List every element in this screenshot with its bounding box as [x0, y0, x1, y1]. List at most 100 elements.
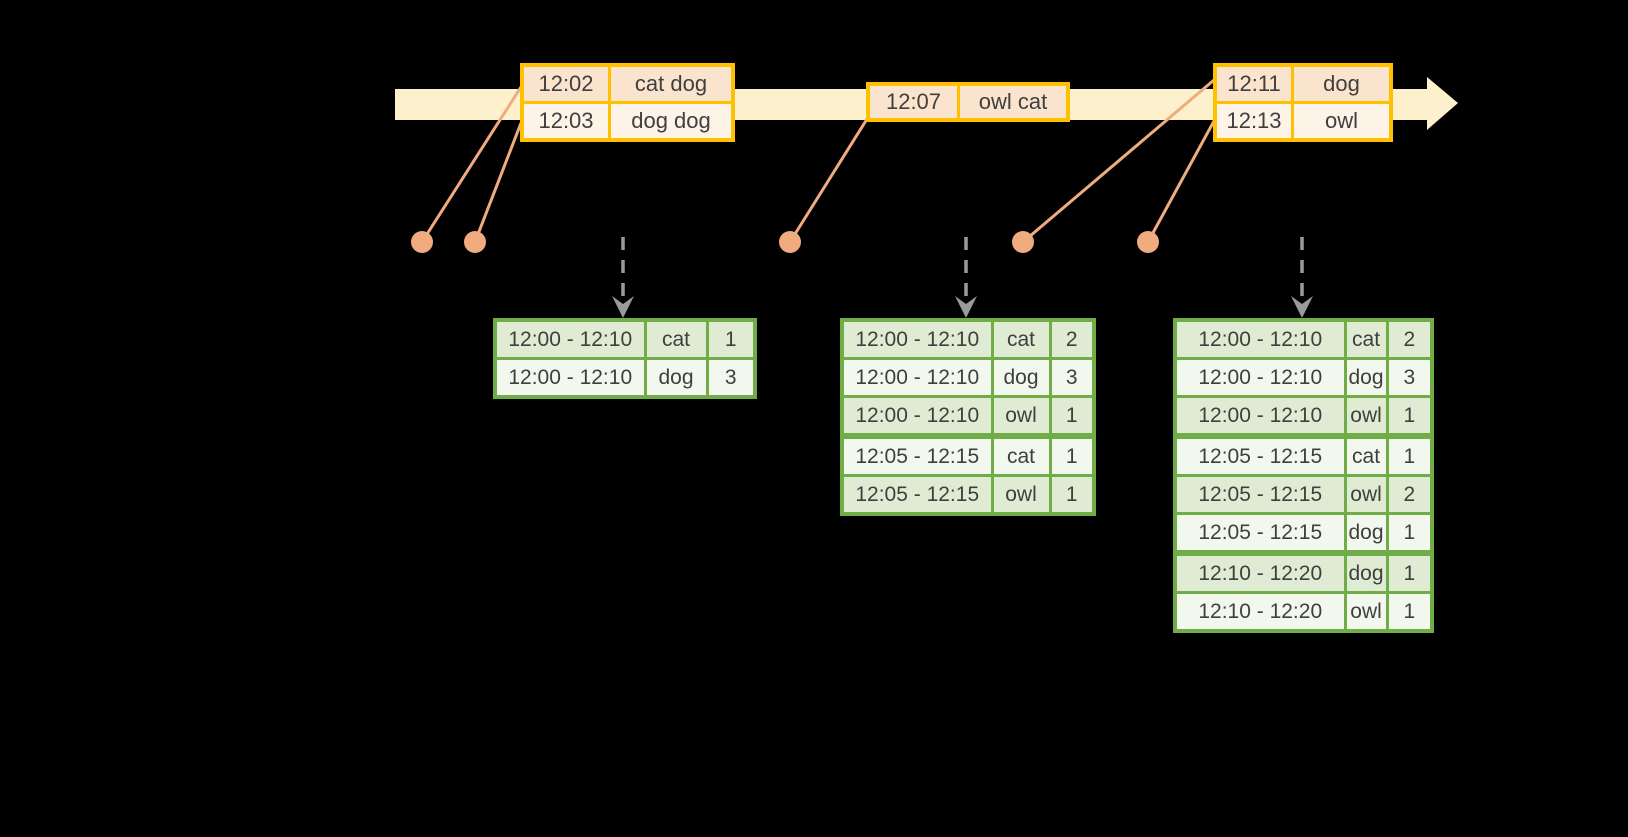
result-count-cell: 3	[1048, 357, 1096, 398]
result-word-cell: owl	[1343, 591, 1389, 633]
event-row: 12:07 owl cat	[870, 86, 1066, 118]
connector-line	[1146, 119, 1216, 244]
event-time: 12:13	[1217, 104, 1294, 138]
event-box: 12:11 dog 12:13 owl	[1213, 63, 1393, 142]
event-row: 12:03 dog dog	[524, 101, 731, 138]
result-word-cell: cat	[1343, 318, 1389, 360]
result-window-cell: 12:05 - 12:15	[1173, 512, 1347, 555]
trigger-arrow	[612, 237, 634, 318]
event-dot	[464, 231, 486, 253]
result-word-cell: dog	[990, 357, 1052, 398]
result-word-cell: owl	[990, 474, 1052, 516]
result-count-cell: 3	[705, 357, 757, 399]
result-window-cell: 12:05 - 12:15	[1173, 433, 1347, 477]
result-count-cell: 1	[1385, 591, 1434, 633]
result-count-cell: 1	[1385, 512, 1434, 555]
event-words: cat dog	[634, 71, 708, 96]
result-window-cell: 12:10 - 12:20	[1173, 550, 1347, 594]
event-words: dog	[1323, 71, 1360, 96]
result-count-cell: 1	[1385, 395, 1434, 438]
event-words: dog dog	[631, 108, 711, 133]
result-count-cell: 1	[1385, 433, 1434, 477]
event-dot	[1012, 231, 1034, 253]
event-box: 12:07 owl cat	[866, 82, 1070, 122]
timeline-arrowhead-icon	[1427, 77, 1458, 130]
result-count-cell: 1	[705, 318, 757, 360]
result-window-cell: 12:05 - 12:15	[1173, 474, 1347, 515]
result-window-cell: 12:05 - 12:15	[840, 474, 994, 516]
connector-line	[473, 121, 523, 244]
result-window-cell: 12:00 - 12:10	[1173, 357, 1347, 398]
result-count-cell: 1	[1048, 474, 1096, 516]
event-words: owl cat	[978, 89, 1048, 114]
result-window-cell: 12:05 - 12:15	[840, 433, 994, 477]
result-word-cell: dog	[1343, 512, 1389, 555]
result-window-cell: 12:00 - 12:10	[840, 395, 994, 438]
result-count-cell: 1	[1385, 550, 1434, 594]
event-time: 12:11	[1217, 67, 1294, 101]
connector-line	[788, 117, 869, 244]
connector-line	[420, 85, 523, 244]
result-count-cell: 1	[1048, 395, 1096, 438]
result-window-cell: 12:10 - 12:20	[1173, 591, 1347, 633]
event-time: 12:03	[524, 104, 611, 138]
result-word-cell: dog	[1343, 357, 1389, 398]
trigger-arrow	[1291, 237, 1313, 318]
event-dot	[779, 231, 801, 253]
trigger-arrowhead-icon	[1291, 296, 1313, 318]
result-count-cell: 2	[1048, 318, 1096, 360]
result-window-cell: 12:00 - 12:10	[840, 318, 994, 360]
event-dot	[1137, 231, 1159, 253]
result-word-cell: cat	[990, 318, 1052, 360]
event-time: 12:07	[870, 86, 960, 118]
event-dot	[411, 231, 433, 253]
event-row: 12:02 cat dog	[524, 67, 731, 101]
result-window-cell: 12:00 - 12:10	[493, 357, 647, 399]
event-time: 12:02	[524, 67, 611, 101]
result-window-cell: 12:00 - 12:10	[1173, 318, 1347, 360]
event-words: owl	[1324, 108, 1358, 133]
connector-line	[1021, 78, 1216, 244]
result-word-cell: owl	[990, 395, 1052, 438]
result-word-cell: owl	[1343, 474, 1389, 515]
result-window-cell: 12:00 - 12:10	[840, 357, 994, 398]
result-count-cell: 3	[1385, 357, 1434, 398]
event-row: 12:13 owl	[1217, 101, 1389, 138]
trigger-arrowhead-icon	[955, 296, 977, 318]
result-count-cell: 2	[1385, 474, 1434, 515]
result-word-cell: cat	[643, 318, 709, 360]
result-word-cell: cat	[990, 433, 1052, 477]
event-box: 12:02 cat dog 12:03 dog dog	[520, 63, 735, 142]
result-count-cell: 1	[1048, 433, 1096, 477]
result-word-cell: cat	[1343, 433, 1389, 477]
result-count-cell: 2	[1385, 318, 1434, 360]
result-window-cell: 12:00 - 12:10	[1173, 395, 1347, 438]
result-window-cell: 12:00 - 12:10	[493, 318, 647, 360]
trigger-arrowhead-icon	[612, 296, 634, 318]
event-row: 12:11 dog	[1217, 67, 1389, 101]
result-word-cell: dog	[1343, 550, 1389, 594]
result-word-cell: dog	[643, 357, 709, 399]
trigger-arrow	[955, 237, 977, 318]
